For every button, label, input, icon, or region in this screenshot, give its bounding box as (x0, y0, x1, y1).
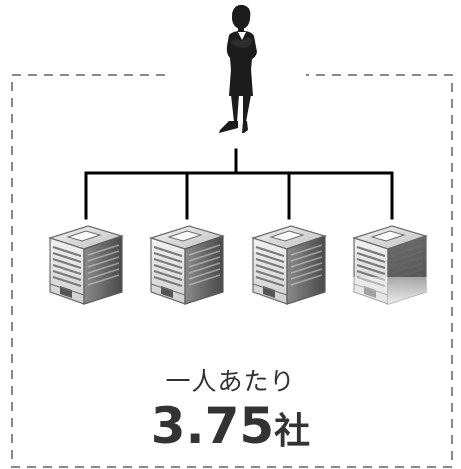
office-building-icon (48, 224, 124, 306)
office-building-icon-partial (352, 224, 430, 309)
count-value: 3.75 (150, 397, 275, 455)
org-connector (84, 148, 394, 220)
office-building-icon (251, 224, 327, 306)
office-building-icon (149, 224, 225, 306)
per-person-label: 一人あたり (165, 367, 296, 396)
companies-per-person: 3.75社 (0, 398, 461, 460)
count-unit: 社 (274, 411, 311, 452)
businesswoman-icon (219, 4, 257, 133)
